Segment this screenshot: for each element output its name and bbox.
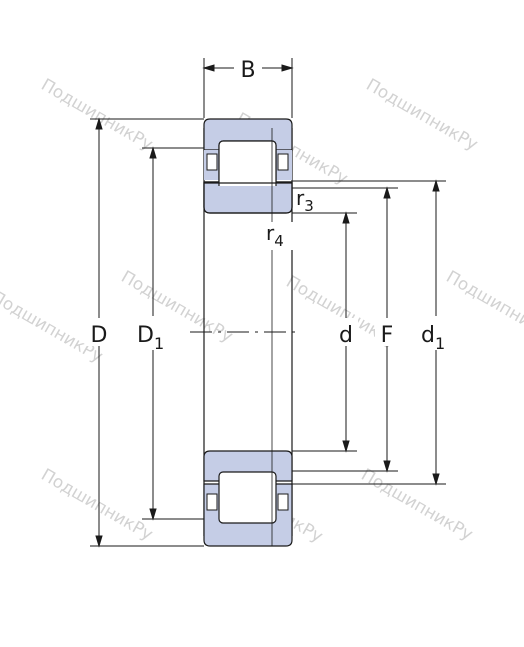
cage-left-top [206, 153, 218, 171]
arrow-head [149, 508, 157, 521]
label-r3: r3 [296, 186, 314, 215]
inner-ring-top-outline [203, 182, 293, 214]
cage-left-bottom [206, 493, 218, 511]
arrow-head [383, 186, 391, 199]
watermark: ПодшипникРу [358, 465, 477, 545]
watermark: ПодшипникРу [38, 75, 157, 155]
arrow-head [281, 64, 294, 72]
arrow-head [202, 64, 215, 72]
label-d1: d1 [421, 323, 445, 353]
label-background [86, 318, 112, 346]
roller-top-front [218, 140, 277, 193]
label-D1: D1 [137, 323, 164, 353]
label-r4: r4 [266, 221, 284, 250]
label-background [375, 318, 399, 346]
watermark: ПодшипникРу [443, 267, 524, 347]
arrow-head [383, 460, 391, 473]
cage-right-top [277, 153, 289, 171]
label-background [134, 316, 174, 350]
label-B: B [240, 58, 255, 83]
label-F: F [381, 323, 394, 348]
label-background [334, 318, 358, 346]
bottom-section [203, 450, 293, 547]
arrow-head [342, 440, 350, 453]
arrow-head [95, 535, 103, 548]
arrow-head [342, 211, 350, 224]
arrow-head [432, 473, 440, 486]
roller-bottom [218, 471, 277, 524]
arrow-head [149, 146, 157, 159]
label-background [265, 222, 295, 250]
cage-right-bottom [277, 493, 289, 511]
arrow-head [95, 117, 103, 130]
label-d: d [339, 323, 353, 348]
top-section [203, 118, 293, 214]
label-D: D [91, 323, 108, 348]
watermark: ПодшипникРу [38, 465, 157, 545]
label-background [418, 316, 454, 350]
arrow-head [432, 179, 440, 192]
label-background [234, 56, 262, 80]
inner-ring-top-fill [205, 186, 291, 212]
watermark: ПодшипникРу [363, 75, 482, 155]
